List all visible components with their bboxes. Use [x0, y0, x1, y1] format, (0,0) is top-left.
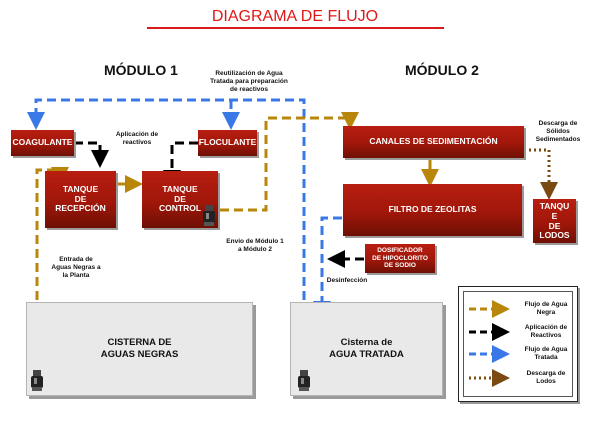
aplicacion-reactivos-label: Aplicación de reactivos	[115, 131, 159, 146]
cisterna-tratada-label: Cisterna de AGUA TRATADA	[329, 337, 404, 360]
descarga-solidos-label: Descarga de Sólidos Sedimentados	[535, 120, 581, 143]
coagulante-reagent-line	[74, 141, 109, 168]
legend-label-sludge: Descarga de Lodos	[526, 370, 566, 385]
tanque-recepcion-box: TANQUE DE RECEPCIÓN	[45, 171, 116, 228]
coagulante-label: COAGULANTE	[12, 137, 73, 148]
treated-water-to-cistern-line	[313, 216, 342, 319]
filtro-label: FILTRO DE ZEOLITAS	[388, 204, 477, 215]
envio-modulo-label: Envío de Módulo 1 a Módulo 2	[226, 238, 284, 253]
reutilizacion-label: Reutilización de Agua Tratada para prepa…	[210, 70, 288, 93]
page-title: DIAGRAMA DE FLUJO	[211, 8, 379, 25]
title-underline	[147, 27, 444, 29]
module1-to-module2-line	[220, 112, 359, 212]
coagulante-box: COAGULANTE	[11, 130, 74, 156]
floculante-label: FLOCULANTE	[198, 137, 257, 148]
pump-icon	[298, 370, 310, 391]
desinfeccion-label: Desinfección	[326, 277, 368, 284]
sludge-discharge-line	[524, 148, 558, 200]
legend-label-reagents: Aplicación de Reactivos	[524, 324, 568, 339]
tanque-lodos-label: TANQU E DE LODOS	[539, 201, 570, 241]
tanque-lodos-box: TANQU E DE LODOS	[533, 199, 576, 243]
cisterna-agua-tratada: Cisterna de AGUA TRATADA	[290, 302, 443, 396]
entrada-aguas-negras-label: Entrada de Aguas Negras a la Planta	[51, 256, 101, 279]
floculante-box: FLOCULANTE	[198, 130, 257, 156]
legend-label-black-water: Flujo de Agua Negra	[524, 301, 568, 316]
canales-label: CANALES DE SEDIMENTACIÓN	[369, 136, 498, 147]
pump-icon	[31, 370, 43, 391]
filtro-zeolitas-box: FILTRO DE ZEOLITAS	[343, 184, 522, 236]
cisterna-aguas-negras: CISTERNA DE AGUAS NEGRAS	[26, 302, 253, 396]
dosificador-label: DOSIFICADOR DE HIPOCLORITO DE SODIO	[372, 247, 428, 270]
tanque-recepcion-label: TANQUE DE RECEPCIÓN	[55, 183, 106, 214]
canales-sedimentacion-box: CANALES DE SEDIMENTACIÓN	[343, 126, 524, 158]
cisterna-negras-label: CISTERNA DE AGUAS NEGRAS	[100, 337, 179, 360]
legend-swatches	[469, 300, 510, 387]
module-1-heading: MÓDULO 1	[104, 62, 178, 78]
dosificador-box: DOSIFICADOR DE HIPOCLORITO DE SODIO	[365, 244, 435, 273]
pump-icon	[203, 205, 215, 226]
legend-inner-frame	[463, 291, 573, 397]
legend: Flujo de Agua Negra Aplicación de Reacti…	[458, 286, 578, 402]
floculante-reagent-line	[163, 141, 198, 188]
module-2-heading: MÓDULO 2	[405, 62, 479, 78]
tanque-control-label: TANQUE DE CONTROL	[158, 183, 202, 214]
legend-label-treated-water: Flujo de Agua Tratada	[524, 346, 568, 361]
